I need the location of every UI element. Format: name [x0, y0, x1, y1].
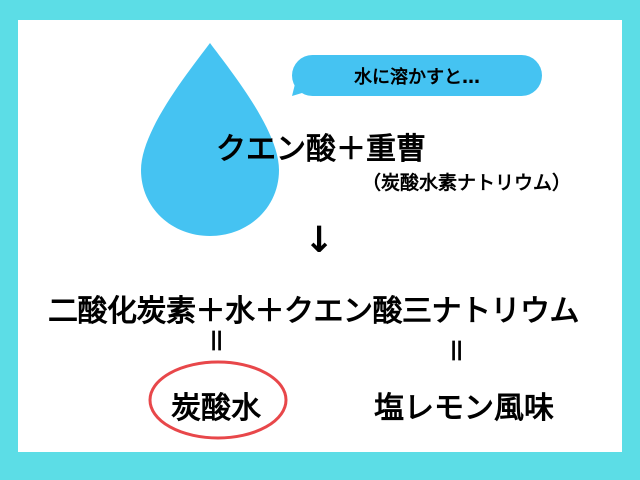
speech-bubble: 水に溶かすと… [292, 55, 542, 96]
reactants-text: クエン酸＋重曹 [216, 132, 426, 167]
equals-right: ＝ [439, 337, 470, 364]
result-left: 炭酸水 [171, 391, 261, 426]
water-drop-icon [141, 43, 279, 236]
down-arrow-icon: ↓ [304, 220, 335, 261]
reactants-note: （炭酸水素ナトリウム） [362, 172, 572, 194]
bubble-text: 水に溶かすと… [354, 66, 480, 88]
highlight-circle [148, 360, 288, 440]
equals-left: ＝ [199, 327, 230, 354]
result-right: 塩レモン風味 [374, 391, 554, 426]
products-text: 二酸化炭素＋水＋クエン酸三ナトリウム [48, 294, 580, 329]
